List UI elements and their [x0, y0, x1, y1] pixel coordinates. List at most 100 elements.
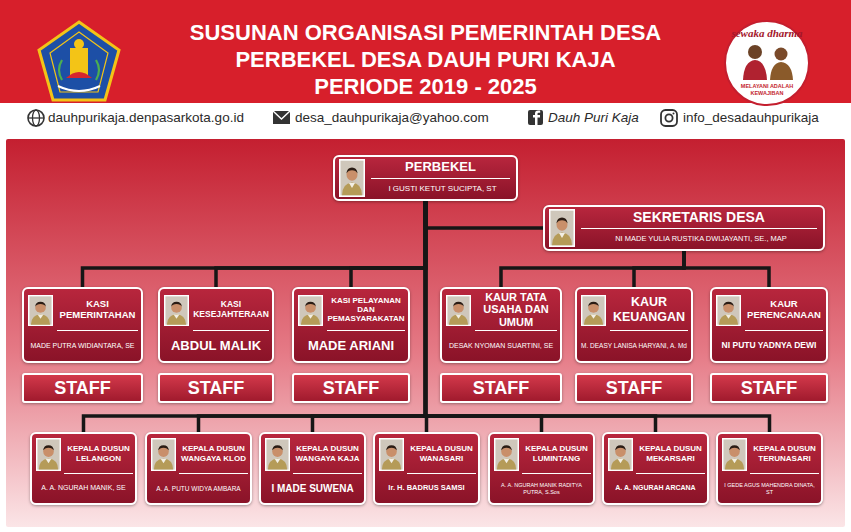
regional-emblem — [39, 22, 119, 100]
svg-part — [723, 302, 734, 307]
svg-part — [299, 296, 321, 324]
position-title: KEPALA DUSUN TERUNASARI — [750, 434, 819, 474]
portrait-photo — [608, 438, 633, 471]
position-title: KAUR PERENCANAAN — [745, 289, 823, 331]
svg-part — [161, 459, 167, 463]
staff-bar: STAFF — [440, 373, 562, 403]
svg-part — [729, 445, 740, 450]
svg-part — [582, 296, 604, 324]
position-title: STAFF — [24, 375, 141, 401]
portrait-photo — [298, 295, 323, 326]
staff-bar: STAFF — [22, 373, 143, 403]
position-title: KEPALA DUSUN LUMINTANG — [522, 434, 591, 474]
svg-part — [265, 438, 290, 471]
connector-line — [351, 201, 426, 287]
position-box: KEPALA DUSUN TERUNASARII GEDE AGUS MAHEN… — [716, 432, 823, 505]
svg-part — [501, 445, 512, 450]
position-box: KEPALA DUSUN WANGAYA KAJAI MADE SUWENA — [259, 432, 366, 505]
sewaka-dharma-logo — [725, 21, 809, 105]
svg-part — [39, 458, 58, 469]
portrait-photo — [722, 438, 747, 471]
svg-part — [308, 315, 314, 319]
svg-part — [453, 303, 464, 313]
svg-part — [171, 303, 182, 313]
svg-part — [39, 22, 119, 100]
svg-part — [35, 303, 46, 313]
svg-part — [35, 302, 46, 307]
person-name: A. A. NGURAH MANIK, SE — [32, 474, 135, 503]
position-title: KEPALA DUSUN MEKARSARI — [636, 434, 705, 474]
svg-part — [273, 111, 290, 119]
subtitle: PERBEKEL DESA DAUH PURI KAJA — [140, 47, 711, 73]
svg-part — [272, 446, 283, 457]
person-name: I GEDE AGUS MAHENDRA DINATA, ST — [718, 474, 821, 503]
svg-part — [588, 303, 599, 313]
position-title: KASI KESEJAHTERAAN — [193, 289, 269, 331]
person-name: I GUSTI KETUT SUCIPTA, ST — [369, 179, 516, 199]
svg-part — [611, 458, 630, 469]
svg-part — [389, 459, 395, 463]
svg-part — [615, 446, 626, 457]
person-name: A. A. NGURAH MANIK RADITYA PUTRA, S.Sos — [490, 474, 593, 503]
mail-icon — [273, 111, 290, 124]
svg-part — [449, 314, 468, 324]
person-name: A. A. PUTU WIDYA AMBARA — [147, 474, 250, 503]
instagram-icon — [661, 110, 677, 126]
svg-part — [272, 445, 283, 450]
period-subtitle: PERIODE 2019 - 2025 — [140, 74, 711, 100]
portrait-photo — [494, 438, 519, 471]
svg-part — [305, 303, 316, 313]
position-title: KEPALA DUSUN WANASARI — [407, 434, 476, 474]
svg-part — [50, 32, 108, 92]
position-box: KASI PELAYANAN DAN PEMASYARAKATANMADE AR… — [292, 287, 410, 363]
svg-part — [661, 110, 677, 126]
svg-part — [552, 232, 572, 245]
svg-part — [716, 295, 741, 326]
position-title: STAFF — [577, 375, 691, 401]
position-box: PERBEKELI GUSTI KETUT SUCIPTA, ST — [333, 155, 518, 201]
svg-part — [266, 439, 288, 469]
svg-part — [591, 315, 597, 319]
position-title: STAFF — [160, 375, 272, 401]
svg-part — [167, 314, 186, 324]
svg-part — [609, 439, 631, 469]
svg-part — [618, 459, 624, 463]
svg-part — [729, 446, 740, 457]
svg-part — [38, 315, 44, 319]
svg-part — [273, 111, 290, 124]
logo-motto-text: MELAYANI ADALAH KEWAJIBAN — [736, 83, 798, 96]
facebook-text: Dauh Puri Kaja — [548, 110, 639, 126]
position-box: KEPALA DUSUN LELANGONA. A. NGURAH MANIK,… — [30, 432, 137, 505]
svg-part — [615, 445, 626, 450]
header-band — [0, 0, 851, 103]
position-title: STAFF — [442, 375, 560, 401]
svg-part — [158, 445, 169, 450]
facebook-icon — [528, 110, 543, 125]
svg-part — [723, 439, 745, 469]
svg-part — [549, 209, 575, 247]
position-box: KEPALA DUSUN WANGAYA KLODA. A. PUTU WIDY… — [145, 432, 252, 505]
svg-part — [28, 117, 44, 118]
svg-part — [386, 445, 397, 450]
svg-part — [46, 459, 52, 463]
portrait-photo — [339, 159, 365, 197]
svg-part — [453, 302, 464, 307]
position-title: SEKRETARIS DESA — [581, 207, 817, 229]
svg-part — [722, 438, 747, 471]
svg-part — [152, 439, 174, 469]
svg-part — [58, 86, 100, 91]
svg-part — [447, 296, 469, 324]
svg-part — [380, 439, 402, 469]
position-title: STAFF — [712, 375, 826, 401]
position-box: SEKRETARIS DESANI MADE YULIA RUSTIKA DWI… — [543, 205, 825, 251]
svg-part — [726, 315, 732, 319]
person-name: M. DEASY LANISA HARYANI, A. Md — [577, 331, 691, 361]
person-name: NI PUTU YADNYA DEWI — [712, 331, 826, 361]
svg-part — [346, 167, 357, 173]
connector-line — [216, 201, 426, 287]
svg-part — [723, 303, 734, 313]
svg-part — [43, 445, 54, 450]
svg-part — [151, 438, 176, 471]
svg-part — [301, 314, 320, 324]
svg-part — [446, 295, 471, 326]
